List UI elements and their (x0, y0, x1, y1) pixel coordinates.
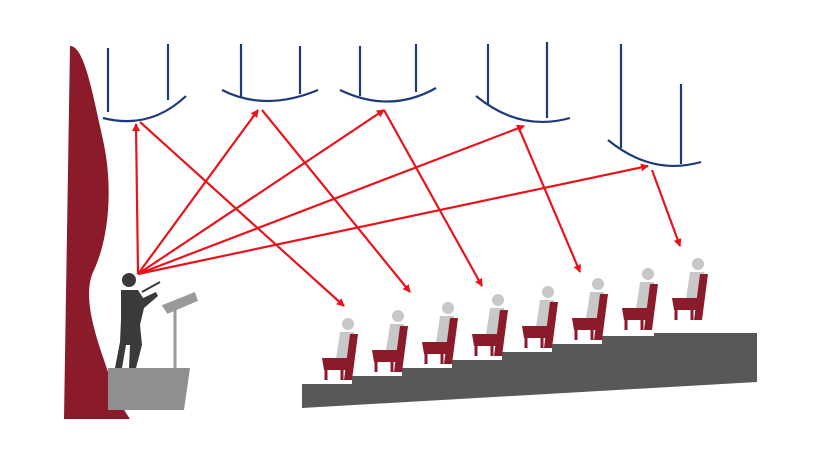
sound-ray-arrow (137, 109, 259, 275)
seat-legs (524, 338, 544, 348)
audience-head (392, 310, 404, 322)
audience-seat (572, 278, 608, 340)
seat-cushion (622, 308, 648, 320)
seat-back (344, 334, 358, 380)
audience-seat (622, 268, 658, 330)
audience-head (342, 318, 354, 330)
seat-back (494, 310, 508, 356)
audience-head (642, 268, 654, 280)
sound-rays (132, 109, 682, 307)
audience-seat (472, 294, 508, 356)
audience-seat (422, 302, 458, 364)
seat-legs (374, 362, 394, 372)
seat-back (394, 326, 408, 372)
seat-back (444, 318, 458, 364)
music-stand (161, 292, 198, 368)
audience-risers (302, 333, 757, 408)
audience-seat (322, 318, 358, 380)
seat-legs (474, 346, 494, 356)
seat-legs (674, 310, 694, 320)
audience-seating (322, 258, 708, 380)
conductor-silhouette (115, 273, 161, 368)
reflector-panel (221, 44, 319, 103)
sound-ray-arrow (516, 125, 582, 273)
audience-head (442, 302, 454, 314)
seat-cushion (672, 298, 698, 310)
audience-head (592, 278, 604, 290)
seat-legs (624, 320, 644, 330)
stage-platform (108, 368, 190, 410)
audience-seat (672, 258, 708, 320)
seat-legs (324, 370, 344, 380)
sound-ray-arrow (261, 109, 411, 293)
seat-cushion (322, 358, 348, 370)
sound-ray-arrow (650, 169, 682, 247)
audience-head (492, 294, 504, 306)
seat-cushion (572, 318, 598, 330)
sound-ray-arrow (139, 121, 345, 307)
audience-head (692, 258, 704, 270)
audience-seat (522, 286, 558, 348)
seat-cushion (422, 342, 448, 354)
seat-back (594, 294, 608, 340)
seat-back (644, 284, 658, 330)
sound-ray-arrow (137, 163, 649, 276)
sound-ray-arrow (137, 109, 385, 275)
reflectors (102, 42, 702, 168)
reflector-panel (607, 44, 702, 168)
sound-ray-arrow (132, 123, 141, 275)
reflector-panel (475, 42, 571, 124)
seat-cushion (372, 350, 398, 362)
audience-head (542, 286, 554, 298)
seat-back (544, 302, 558, 348)
sound-ray-arrow (137, 124, 525, 276)
stage-curtain (64, 46, 130, 419)
seat-cushion (472, 334, 498, 346)
reflector-panel (102, 44, 187, 123)
seat-back (694, 274, 708, 320)
seat-legs (574, 330, 594, 340)
reflector-panel (339, 44, 437, 103)
sound-ray-arrow (383, 109, 483, 287)
audience-seat (372, 310, 408, 372)
seat-cushion (522, 326, 548, 338)
seat-legs (424, 354, 444, 364)
